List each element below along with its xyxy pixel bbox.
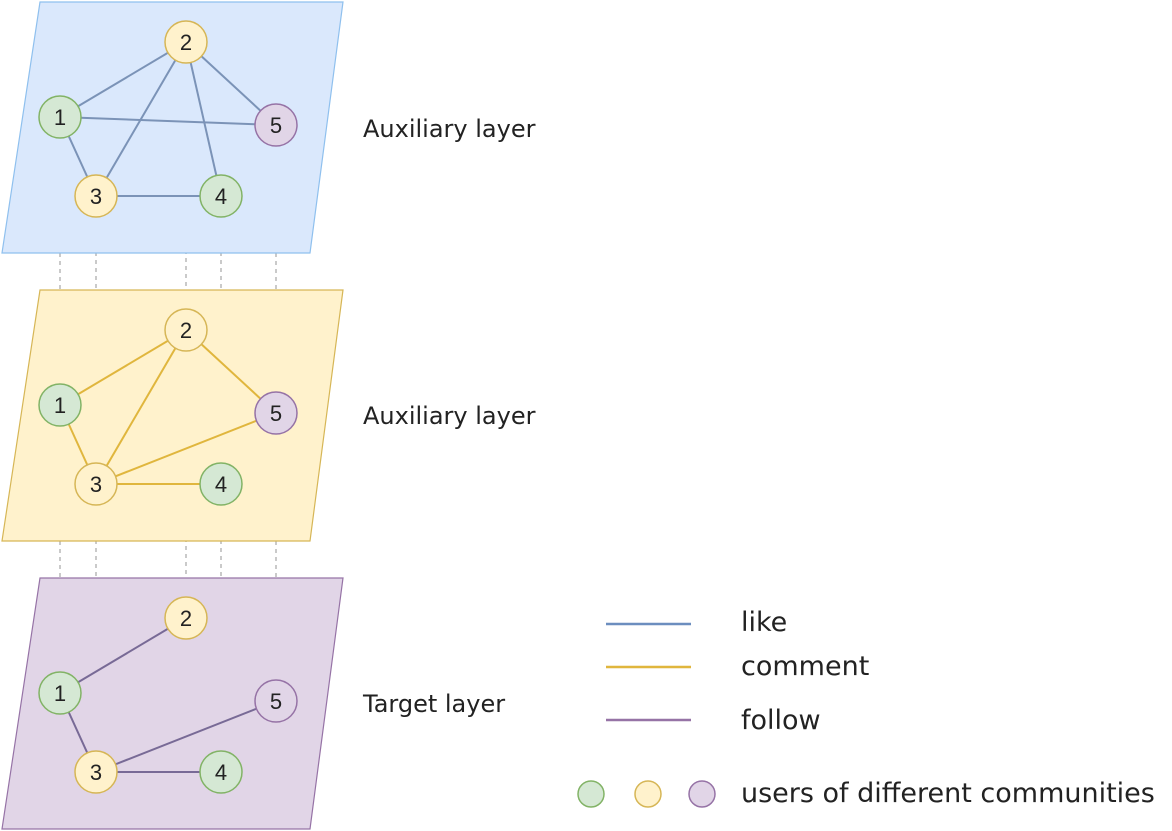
layer-label: Auxiliary layer	[363, 402, 536, 430]
layer-auxiliary-top: 1 2 3 4 5 Auxiliary layer	[1, 1, 536, 254]
node-circle	[199, 174, 243, 218]
node-5: 5	[254, 103, 298, 147]
legend-community-purple-dot	[688, 780, 716, 808]
node-label: 3	[90, 760, 102, 785]
edge	[185, 41, 222, 197]
node-circle	[199, 750, 243, 794]
node-label: 2	[180, 606, 192, 631]
node-label: 2	[180, 318, 192, 343]
node-circle	[164, 308, 208, 352]
node-label: 1	[54, 393, 66, 418]
node-circle	[199, 462, 243, 506]
node-3: 3	[74, 174, 118, 218]
layer-label: Auxiliary layer	[363, 115, 536, 143]
layer-nodes: 1 2 3 4 5	[38, 596, 298, 794]
legend-label-communities: users of different communities	[741, 778, 1155, 809]
node-circle	[74, 174, 118, 218]
edge	[95, 700, 277, 773]
layer-nodes: 1 2 3 4 5	[38, 308, 298, 506]
edge	[59, 329, 187, 406]
node-3: 3	[74, 750, 118, 794]
legend-label-follow: follow	[741, 705, 821, 736]
node-label: 4	[215, 184, 227, 209]
node-3: 3	[74, 462, 118, 506]
node-label: 3	[90, 184, 102, 209]
node-label: 5	[270, 689, 282, 714]
node-circle	[38, 95, 82, 139]
node-circle	[38, 671, 82, 715]
node-4: 4	[199, 750, 243, 794]
layer-nodes: 1 2 3 4 5	[38, 20, 298, 218]
node-label: 2	[180, 30, 192, 55]
legend-label-like: like	[741, 607, 787, 638]
legend-label-comment: comment	[741, 651, 869, 682]
edge	[59, 116, 277, 126]
node-2: 2	[164, 20, 208, 64]
edge	[59, 41, 187, 118]
node-1: 1	[38, 95, 82, 139]
legend-community-yellow-dot	[634, 780, 662, 808]
node-label: 1	[54, 105, 66, 130]
node-1: 1	[38, 383, 82, 427]
node-2: 2	[164, 308, 208, 352]
node-5: 5	[254, 391, 298, 435]
layer-label: Target layer	[362, 690, 505, 718]
node-circle	[74, 750, 118, 794]
edge	[95, 412, 277, 485]
node-label: 5	[270, 113, 282, 138]
node-circle	[74, 462, 118, 506]
node-label: 4	[215, 472, 227, 497]
node-label: 1	[54, 681, 66, 706]
edge	[95, 41, 187, 197]
node-label: 3	[90, 472, 102, 497]
node-label: 5	[270, 401, 282, 426]
node-2: 2	[164, 596, 208, 640]
node-4: 4	[199, 174, 243, 218]
node-4: 4	[199, 462, 243, 506]
legend-community-green-dot	[577, 780, 605, 808]
node-circle	[164, 596, 208, 640]
layer-target: 1 2 3 4 5 Target layer	[1, 577, 505, 830]
node-circle	[254, 679, 298, 723]
node-circle	[254, 391, 298, 435]
node-5: 5	[254, 679, 298, 723]
edge	[59, 617, 187, 694]
node-label: 4	[215, 760, 227, 785]
legend: like comment follow users of different c…	[577, 607, 1155, 809]
edge	[95, 329, 187, 485]
node-1: 1	[38, 671, 82, 715]
node-circle	[164, 20, 208, 64]
layer-auxiliary-middle: 1 2 3 4 5 Auxiliary layer	[1, 289, 536, 542]
node-circle	[254, 103, 298, 147]
node-circle	[38, 383, 82, 427]
